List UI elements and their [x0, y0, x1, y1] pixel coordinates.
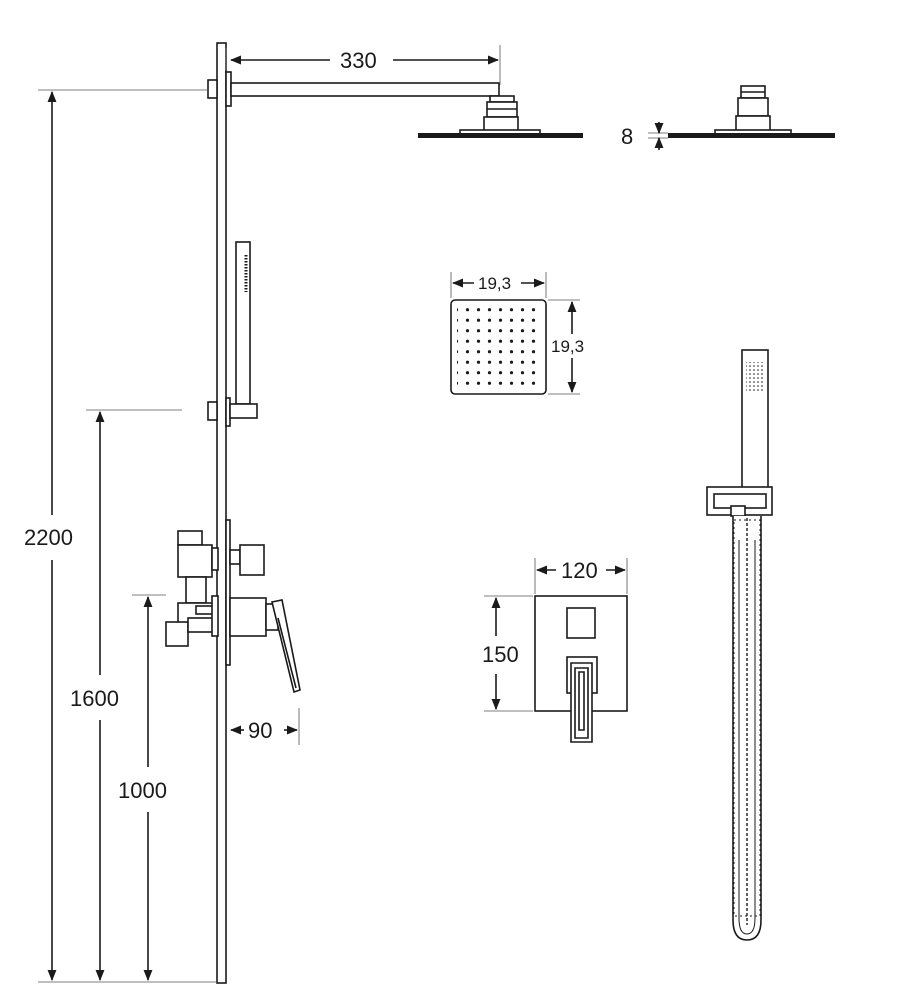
- hand-shower-on-column: [229, 241, 258, 419]
- diverter-knob: [566, 607, 596, 639]
- concealed-mixer-side: [165, 519, 301, 694]
- head-depth-dim: 19,3: [551, 337, 584, 356]
- hand-shower-holder: [229, 403, 258, 419]
- rain-head-side-view: 8: [621, 85, 835, 150]
- plate-width-dim: 120: [561, 558, 598, 583]
- mixer-height-dim: 1000: [118, 778, 167, 803]
- height-dimensions: 2200 1600 1000: [24, 89, 217, 983]
- column-pipe: [216, 42, 227, 984]
- head-width-dim: 19,3: [478, 274, 511, 293]
- hand-shower-with-hose: [706, 349, 773, 941]
- wall-bracket-middle: [207, 401, 218, 421]
- holder-height-dim: 1600: [70, 686, 119, 711]
- arm-tube: [230, 82, 500, 97]
- shower-column: [207, 42, 232, 984]
- arm-length-dimension: 330: [225, 45, 501, 85]
- shower-arm: [230, 82, 583, 138]
- rain-head-side: [418, 133, 583, 138]
- wall-bracket-top: [207, 79, 218, 99]
- arm-length-dim: 330: [340, 48, 377, 73]
- plate-height-dim: 150: [482, 642, 519, 667]
- total-height-dim: 2200: [24, 525, 73, 550]
- projection-dimension: 90: [229, 708, 300, 745]
- mixer-front-plate: 120 150: [482, 558, 628, 743]
- rain-head-top-view: 19,3 19,3: [450, 272, 584, 395]
- head-thickness-dim: 8: [621, 124, 633, 149]
- projection-dim: 90: [248, 718, 272, 743]
